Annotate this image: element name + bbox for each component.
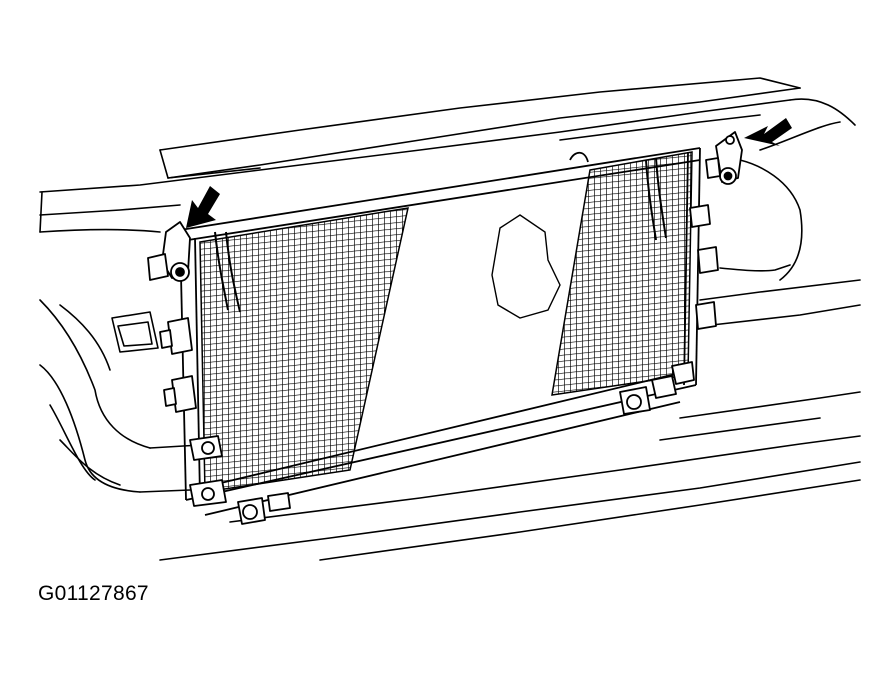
vehicle-body-outline — [39, 77, 861, 561]
arrow-pointer-icon — [186, 186, 220, 228]
mounting-brackets — [147, 131, 743, 525]
figure-code: G01127867 — [38, 582, 149, 605]
arrow-pointer-icon — [744, 118, 792, 146]
condenser-frame — [179, 147, 701, 516]
condenser-core — [199, 151, 693, 493]
